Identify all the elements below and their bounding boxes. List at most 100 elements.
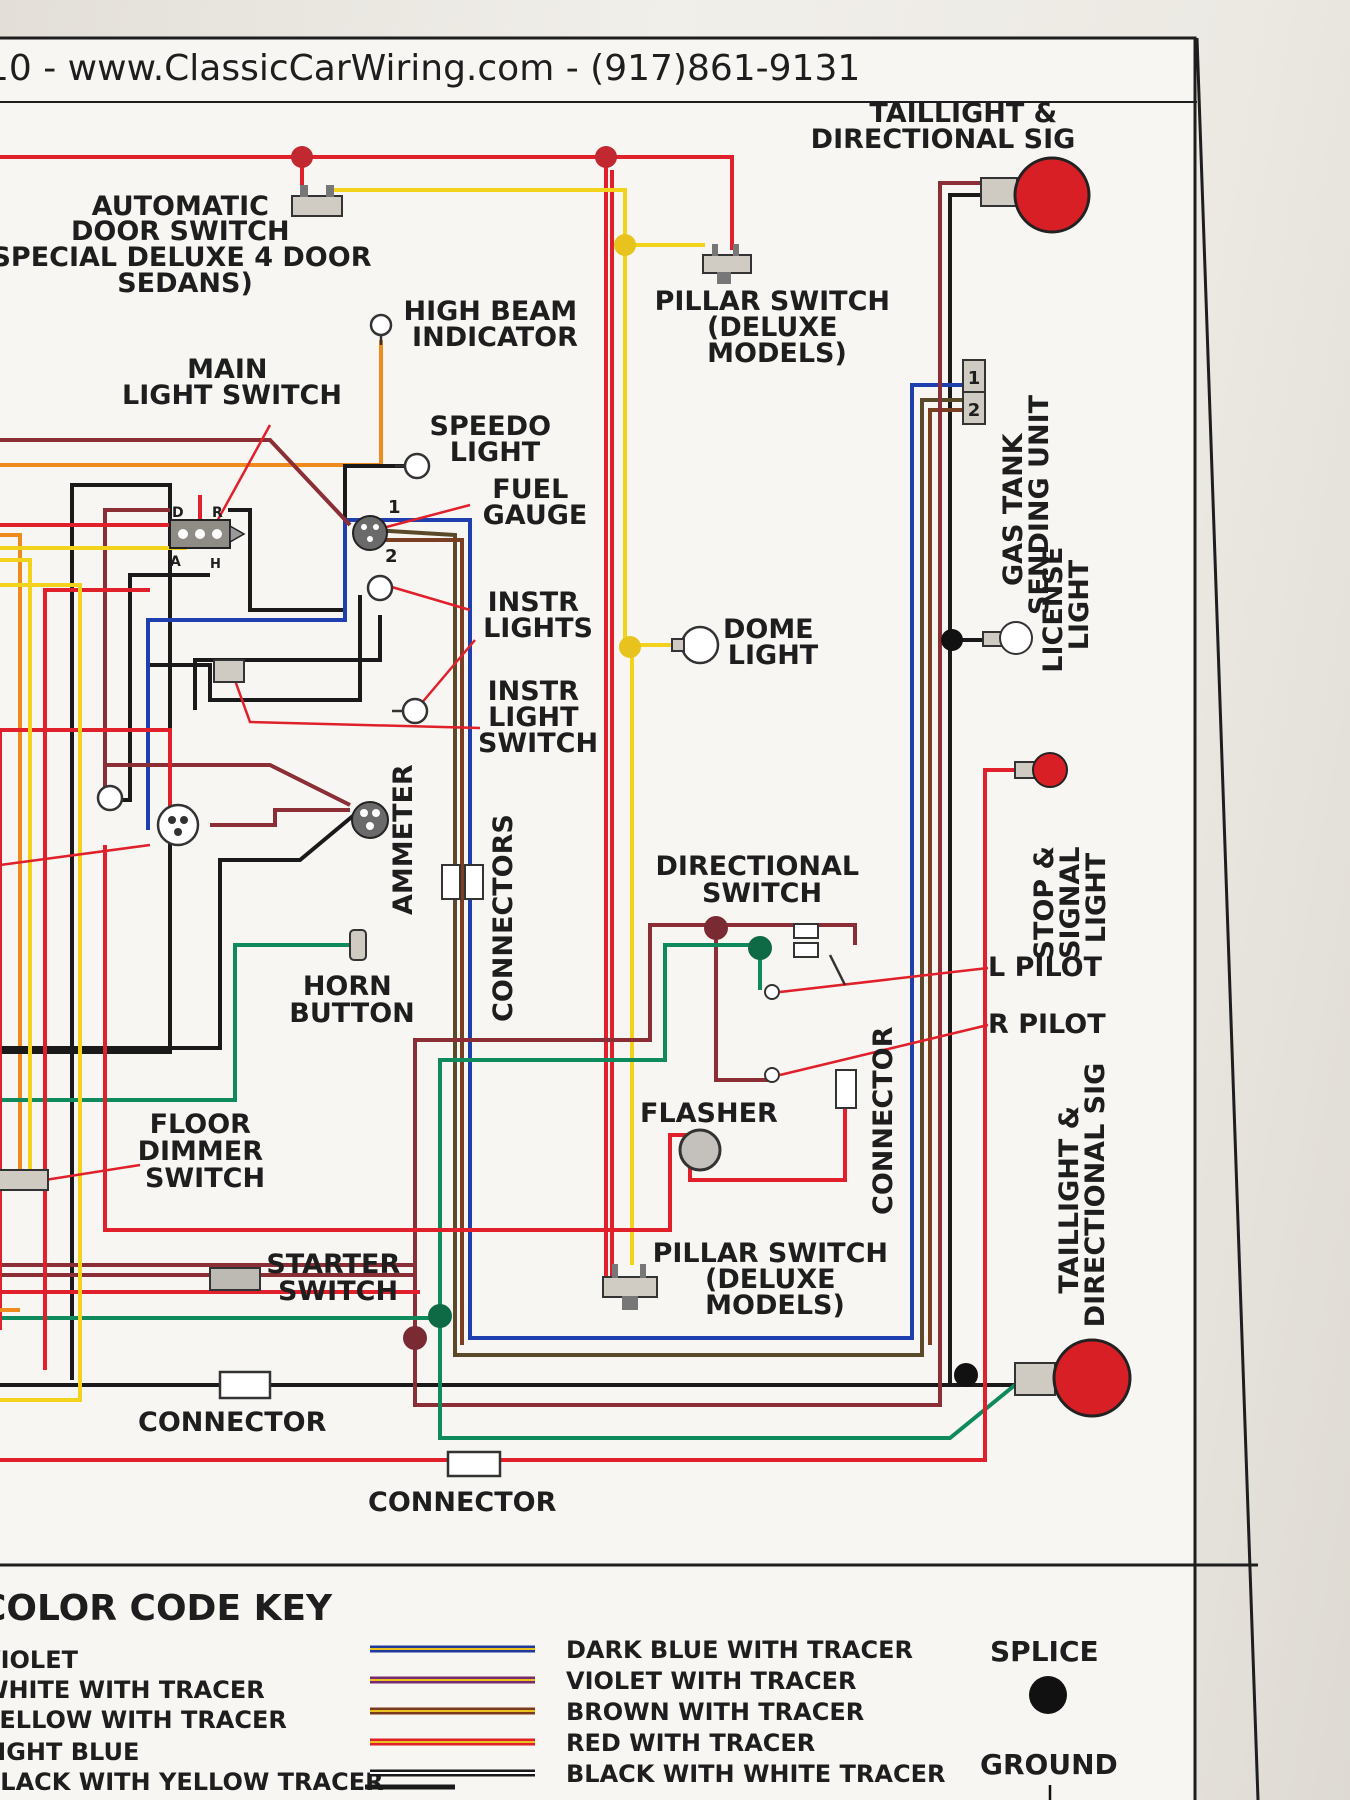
pillar-switch-icon: [702, 244, 752, 284]
pointer-arrow: [419, 639, 476, 706]
wire-black: [120, 573, 210, 802]
splice-symbol-label: SPLICE: [990, 1635, 1099, 1668]
color-key-right-column: DARK BLUE WITH TRACER VIOLET WITH TRACER…: [566, 1636, 945, 1788]
wire-black: [0, 808, 362, 1050]
splice-dot: [595, 146, 617, 168]
color-code-key: COLOR CODE KEY VIOLET WHITE WITH TRACER …: [0, 1588, 1118, 1800]
splice-dot: [291, 146, 313, 168]
gas-tank-unit-icon: 1 2: [962, 359, 986, 425]
speedo-light-label: SPEEDO LIGHT: [430, 411, 561, 468]
pointer-arrows: [0, 424, 989, 1182]
main-switch-terminal-h: H: [210, 557, 221, 572]
instr-light-bulb-icon: [392, 697, 429, 725]
instr-light-switch-icon: [213, 659, 245, 683]
ammeter-icon: [351, 801, 389, 839]
header-text: 10 - www.ClassicCarWiring.com - (917)861…: [0, 48, 860, 89]
license-light-label: LICENSE LIGHT: [1038, 537, 1095, 672]
l-pilot-label: L PILOT: [988, 952, 1103, 983]
instr-light-bulb-icon: [366, 574, 394, 602]
connector-terminal-icon: [156, 803, 200, 847]
color-key-left-column: VIOLET WHITE WITH TRACER YELLOW WITH TRA…: [0, 1646, 384, 1796]
pillar-switch-bottom-label: PILLAR SWITCH (DELUXE MODELS): [653, 1238, 898, 1321]
flasher-label: FLASHER: [640, 1098, 778, 1129]
pointer-arrow: [0, 843, 151, 867]
wire-maroon: [714, 925, 770, 1082]
splice-dot: [941, 629, 963, 651]
connector-bottom-label: CONNECTOR: [138, 1407, 327, 1438]
color-key-item: BLACK WITH YELLOW TRACER: [0, 1768, 384, 1796]
main-light-switch-icon: D R A H: [169, 505, 246, 572]
l-pilot-icon: [764, 984, 780, 1000]
splice-dot: [614, 234, 636, 256]
main-switch-terminal-a: A: [170, 554, 181, 570]
wire-brown: [371, 398, 965, 1357]
pillar-switch-top-label: PILLAR SWITCH (DELUXE MODELS): [655, 286, 900, 369]
fuel-gauge-label: FUEL GAUGE: [483, 474, 588, 531]
inline-connector-icon: [441, 864, 461, 900]
pointer-arrow: [384, 583, 471, 612]
wire-yellow: [0, 558, 32, 1180]
fuel-gauge-terminal-2: 2: [385, 546, 398, 567]
connector-terminal-icon: [96, 784, 124, 812]
main-switch-terminal-d: D: [172, 505, 184, 521]
wire-red: [43, 588, 150, 1370]
color-key-item: BROWN WITH TRACER: [566, 1698, 864, 1726]
pointer-arrow: [779, 966, 989, 994]
gas-tank-sending-unit-label: GAS TANK SENDING UNIT: [998, 394, 1055, 615]
color-key-item: LIGHT BLUE: [0, 1738, 139, 1766]
stop-light-icon: [1014, 752, 1068, 788]
inline-connector-icon: [218, 1370, 272, 1400]
door-switch-icon: [291, 185, 343, 217]
pointer-arrow: [374, 503, 471, 532]
horn-button-icon: [349, 929, 367, 961]
floor-dimmer-switch-label: FLOOR DIMMER SWITCH: [138, 1109, 273, 1194]
connectors-label: CONNECTORS: [488, 814, 519, 1022]
ammeter-label: AMMETER: [388, 764, 419, 915]
component-labels: TAILLIGHT & DIRECTIONAL SIG AUTOMATIC DO…: [0, 98, 1112, 1518]
flasher-icon: [678, 1128, 722, 1172]
wire-green: [438, 1318, 1017, 1440]
taillight-icon: [1014, 1338, 1132, 1418]
wire-orange: [0, 533, 22, 1180]
ground-symbol-label: GROUND: [980, 1748, 1118, 1781]
main-light-switch-label: MAIN LIGHT SWITCH: [122, 354, 342, 411]
instr-lights-label: INSTR LIGHTS: [483, 587, 593, 644]
connector-label: CONNECTOR: [868, 1026, 899, 1215]
high-beam-indicator-icon: [369, 313, 393, 345]
splice-dot: [428, 1304, 452, 1328]
speedo-light-icon: [395, 452, 431, 480]
wire-black: [150, 595, 362, 702]
connector-bottom-label: CONNECTOR: [368, 1487, 557, 1518]
pillar-switch-icon: [602, 1264, 658, 1310]
wire-dark-blue: [146, 383, 965, 1340]
inline-connector-icon: [835, 1069, 857, 1109]
directional-switch-icon: [704, 916, 847, 986]
auto-door-switch-label: AUTOMATIC DOOR SWITCH (SPECIAL DELUXE 4 …: [0, 191, 381, 299]
starter-switch-icon: [209, 1267, 261, 1291]
directional-switch-label: DIRECTIONAL SWITCH: [655, 851, 868, 909]
stop-signal-light-label: STOP & SIGNAL LIGHT: [1029, 837, 1112, 960]
color-key-item: VIOLET: [0, 1646, 79, 1674]
wire-maroon: [928, 408, 965, 1345]
wire-black: [0, 193, 985, 1387]
dome-light-icon: [671, 625, 720, 665]
high-beam-indicator-label: HIGH BEAM INDICATOR: [404, 296, 587, 353]
wire-red: [103, 845, 690, 1232]
floor-dimmer-switch-icon: [0, 1169, 49, 1191]
inline-connector-icon: [446, 1450, 502, 1478]
splice-symbol-icon: [1029, 1676, 1067, 1714]
splice-dot: [954, 1363, 978, 1387]
color-key-item: VIOLET WITH TRACER: [566, 1667, 856, 1695]
wire-maroon: [210, 808, 350, 827]
dome-light-label: DOME LIGHT: [723, 614, 823, 671]
wire-green: [0, 943, 350, 1102]
r-pilot-label: R PILOT: [988, 1009, 1106, 1040]
license-light-icon: [982, 621, 1033, 655]
starter-switch-label: STARTER SWITCH: [266, 1249, 409, 1307]
right-border: [1195, 37, 1260, 1800]
wire-black: [0, 483, 172, 1380]
color-key-item: RED WITH TRACER: [566, 1729, 815, 1757]
sheet-border: [0, 36, 1197, 1800]
